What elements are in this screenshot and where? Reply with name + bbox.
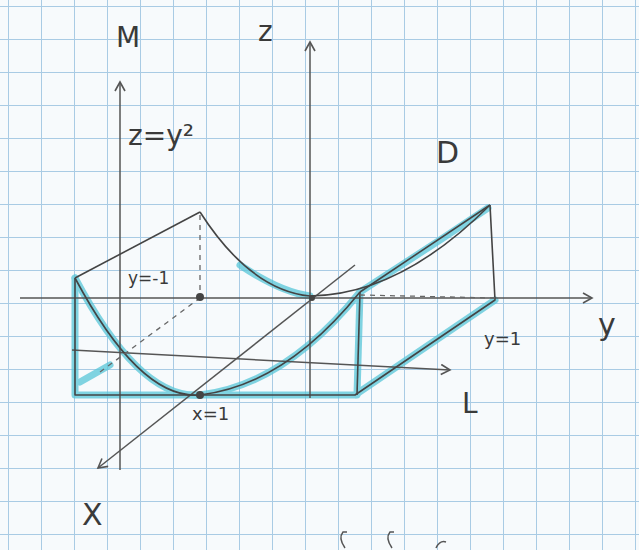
axis-label: M	[116, 24, 140, 52]
axis-label: x=1	[192, 405, 229, 423]
points	[196, 293, 315, 399]
axis-label: z	[258, 18, 273, 46]
axis-label: y=-1	[128, 270, 169, 287]
hidden-edges	[100, 215, 495, 372]
axis-label: y=1	[484, 330, 521, 348]
axis-label: D	[436, 138, 459, 168]
axes	[20, 42, 592, 470]
solid-outline	[75, 205, 495, 395]
cut-off-marks	[341, 532, 446, 548]
axis-label: L	[462, 390, 478, 418]
highlight	[75, 208, 495, 395]
axis-label: z=y²	[128, 122, 194, 150]
axis-label: y	[598, 310, 616, 340]
axis-label: X	[82, 500, 103, 530]
